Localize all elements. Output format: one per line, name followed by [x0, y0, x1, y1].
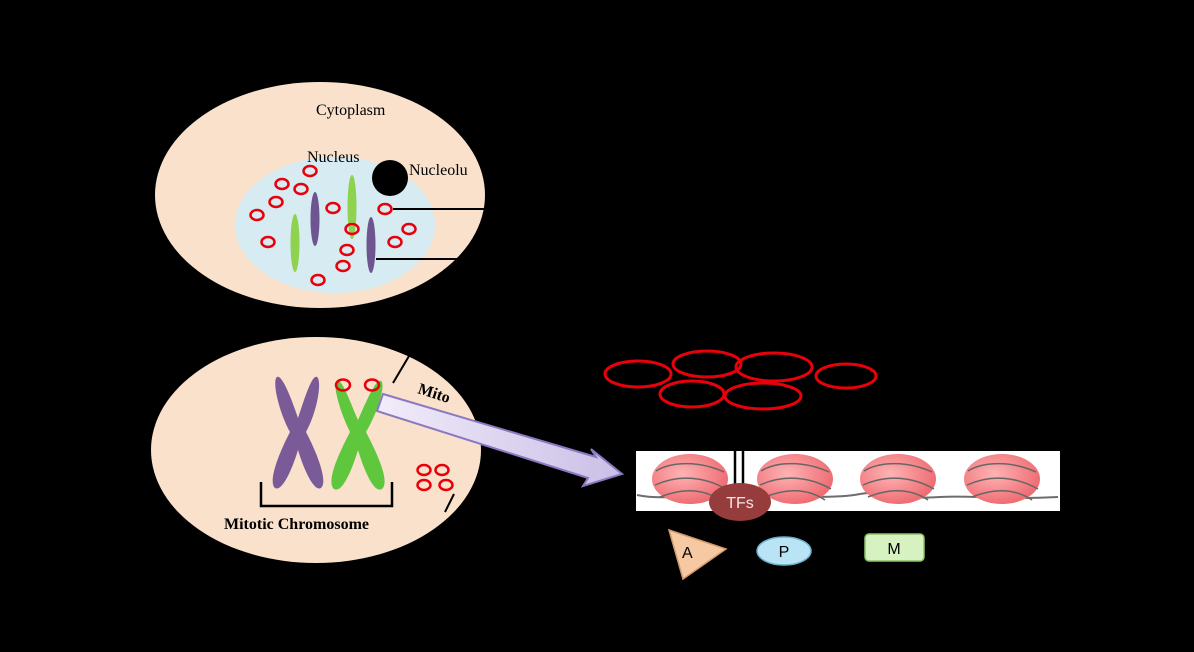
nucleosome: [757, 454, 833, 504]
red-ring: [434, 463, 450, 477]
acetylation-mark-icon: [667, 528, 728, 581]
histone-marks: A P M: [667, 511, 925, 581]
chromosome-rings: [334, 378, 381, 392]
red-ring: [377, 202, 393, 216]
interphase-chromosome-purple: [310, 192, 320, 246]
large-red-ring: [603, 359, 673, 389]
large-red-ring: [658, 379, 726, 409]
methylation-mark-icon: [864, 533, 925, 562]
red-ring: [268, 195, 284, 209]
phosphorylation-mark-label: P: [779, 544, 790, 561]
mitotic-leader-line: [392, 350, 413, 384]
red-ring: [293, 182, 309, 196]
red-ring: [334, 378, 352, 392]
interphase-cell: Cytoplasm Nucleus Nucleolu: [155, 82, 485, 308]
nucleolus-label: Nucleolu: [409, 162, 468, 179]
cytoplasm-label: Cytoplasm: [316, 102, 386, 119]
large-red-ring: [734, 351, 814, 383]
red-ring: [310, 273, 326, 287]
ring-cluster: [603, 349, 878, 411]
red-ring: [260, 235, 276, 249]
interphase-chromosome-green: [290, 214, 300, 272]
red-ring: [387, 235, 403, 249]
red-ring: [401, 222, 417, 236]
tf-label: TFs: [726, 495, 754, 512]
red-ring: [344, 222, 360, 236]
purple-mitotic-chromosome: [272, 376, 324, 489]
red-ring: [416, 478, 432, 492]
red-ring: [339, 243, 355, 257]
phosphorylation-mark-icon: [756, 536, 812, 566]
red-ring: [302, 164, 318, 178]
large-red-ring: [723, 381, 803, 411]
mitotic-cytoplasm: [151, 337, 481, 563]
interphase-chromosome-green: [347, 175, 357, 239]
pointer-arrow: [375, 392, 625, 488]
chromatin-panel: TFs: [636, 425, 1060, 521]
red-ring: [335, 259, 351, 273]
red-ring: [438, 478, 454, 492]
mitotic-chromosome-label: Mitotic Chromosome: [224, 516, 369, 533]
red-ring: [363, 378, 381, 392]
nucleus-label: Nucleus: [307, 149, 359, 166]
mitotic-cell: Mitotic Chromosome Mito: [151, 337, 481, 563]
red-ring: [249, 208, 265, 222]
methylation-mark-label: M: [887, 541, 900, 558]
acetylation-mark-label: A: [682, 545, 693, 562]
red-ring: [416, 463, 432, 477]
free-rings: [416, 463, 454, 492]
mitotic-leader-line: [444, 493, 455, 513]
green-mitotic-chromosome: [331, 380, 385, 490]
red-ring: [274, 177, 290, 191]
nucleolus: [372, 160, 408, 196]
red-ring: [325, 201, 341, 215]
nucleosome: [964, 454, 1040, 504]
chromosome-bracket: [259, 482, 394, 508]
transcription-factors: [709, 483, 771, 521]
nuclear-rings: [249, 164, 417, 287]
interphase-chromosome-purple: [366, 217, 376, 273]
nucleosome: [860, 454, 936, 504]
large-red-ring: [814, 362, 878, 390]
large-red-ring: [671, 349, 743, 379]
